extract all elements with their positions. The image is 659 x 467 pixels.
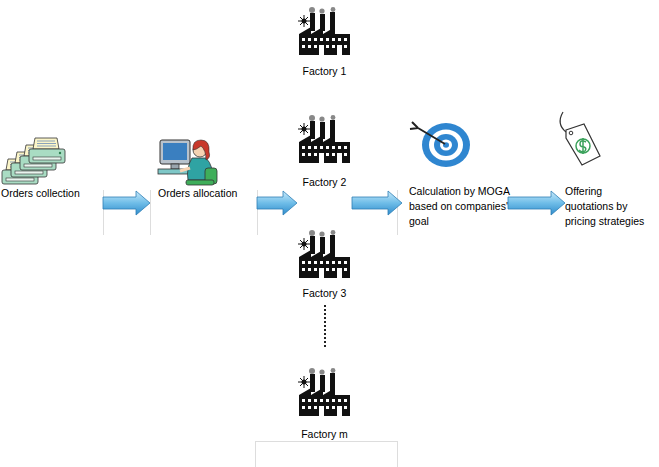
block-arrow (508, 191, 565, 215)
factory-icon (298, 230, 350, 278)
icon-node: Factory 1 (297, 7, 352, 79)
icon-node: Factory m (297, 368, 352, 440)
price-tag-icon (560, 112, 600, 165)
border-lines (104, 190, 398, 467)
block-arrow (257, 191, 297, 215)
node-label: Orders allocation (158, 186, 257, 201)
node-label: Factory m (287, 427, 362, 442)
icon-node: Orders collection (0, 135, 103, 207)
node-label: Factory 1 (287, 64, 362, 79)
block-arrow (103, 191, 150, 215)
icon-node: Factory 2 (297, 115, 352, 187)
block-arrow (352, 191, 402, 215)
ellipsis-dots (324, 305, 326, 348)
node-label: Orders collection (1, 186, 101, 201)
node-label: Factory 3 (287, 286, 362, 301)
operator-icon (158, 140, 217, 185)
icon-node: Offering quotations by pricing strategie… (565, 108, 657, 228)
icon-node: Orders allocation (150, 135, 257, 207)
printer-stack-icon (2, 138, 65, 184)
node-label: Calculation by MOGA based on companies' … (409, 184, 525, 229)
factory-icon (298, 7, 350, 55)
node-label: Factory 2 (287, 175, 362, 190)
factory-icon (298, 115, 350, 163)
icon-node: Factory 3 (297, 230, 352, 302)
factory-icon (298, 368, 350, 416)
node-label: Offering quotations by pricing strategie… (565, 184, 653, 229)
icon-node: Calculation by MOGA based on companies' … (402, 118, 508, 218)
target-icon (410, 122, 470, 167)
